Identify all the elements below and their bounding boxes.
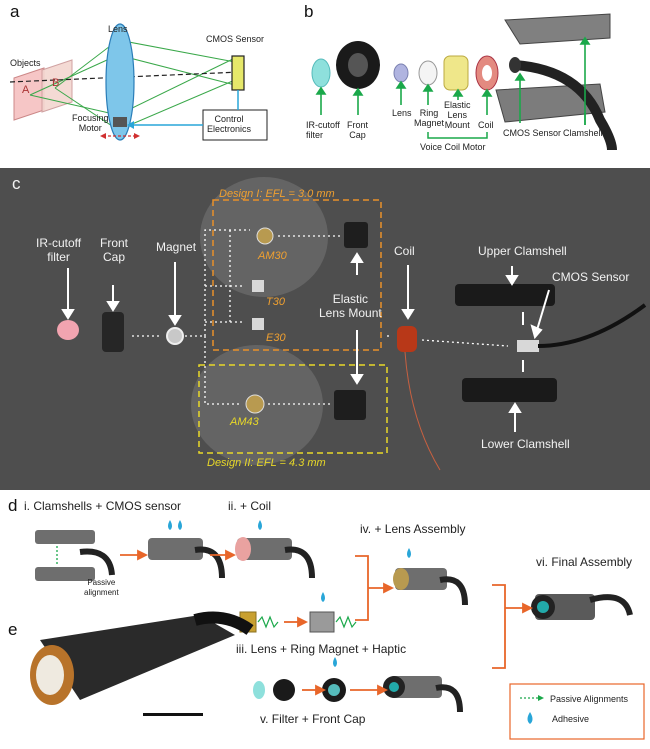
legend-adhesive-symbol: [527, 712, 533, 724]
focusing-motor-label: Focusing Motor: [72, 113, 109, 133]
magnet-photo: [166, 327, 184, 345]
step2-label: ii. + Coil: [228, 499, 272, 513]
e30-label: E30: [266, 332, 286, 344]
passive-alignment-label: Passive alignment: [84, 578, 119, 597]
magnet-label-c: Magnet: [156, 240, 197, 254]
voice-coil-label: Voice Coil Motor: [420, 142, 486, 152]
panel-e-photo: [30, 611, 254, 705]
e30-lens: [252, 318, 264, 330]
panel-b-exploded-drawing: [311, 13, 617, 151]
design2-label: Design II: EFL = 4.3 mm: [207, 457, 326, 469]
coil-label-b: Coil: [478, 120, 494, 130]
panel-c-label-arrows: [61, 252, 550, 432]
object-b-label: B: [52, 77, 60, 89]
lower-clamshell-label: Lower Clamshell: [481, 437, 570, 451]
ir-filter-label-b: IR-cutoff filter: [306, 120, 340, 140]
elastic-mount-photo-2: [334, 390, 366, 420]
step5-assembly: [253, 676, 463, 713]
step3-label: iii. Lens + Ring Magnet + Haptic: [236, 642, 407, 656]
process-arrows: [120, 549, 534, 696]
step6-assembly: [531, 594, 633, 620]
focusing-motor-block: [113, 117, 127, 127]
lens-shape: [105, 23, 135, 141]
scale-bar: [143, 713, 203, 716]
elastic-lens-mount-label-c: Elastic Lens Mount: [319, 292, 382, 320]
step1-assembly: [35, 530, 115, 581]
ring-magnet-label: Ring Magnet: [414, 108, 445, 128]
elastic-mount-photo-1: [344, 222, 368, 248]
coil-label-c: Coil: [394, 244, 415, 258]
am43-label: AM43: [230, 416, 259, 428]
upper-clamshell-photo: [455, 284, 555, 306]
step5-label: v. Filter + Front Cap: [260, 712, 366, 726]
cmos-sensor-label-b: CMOS Sensor: [503, 128, 562, 138]
t30-label: T30: [266, 296, 285, 308]
coil-photo: [397, 326, 417, 352]
legend-passive-label: Passive Alignments: [550, 694, 629, 704]
front-cap-photo: [102, 312, 124, 352]
cmos-sensor-label-a: CMOS Sensor: [206, 34, 265, 44]
upper-clamshell-shape: [504, 13, 611, 45]
adhesive-drops: [168, 520, 411, 667]
panel-c-letter: c: [12, 174, 21, 193]
panel-a-optics-drawing: [9, 23, 268, 141]
object-a-label: A: [22, 84, 30, 96]
front-cap-label-b: Front Cap: [347, 120, 369, 140]
design1-box: [212, 199, 382, 351]
design2-box: [198, 364, 388, 454]
legend-box: [509, 683, 645, 740]
lens-label: Lens: [108, 24, 128, 34]
step4-label: iv. + Lens Assembly: [360, 522, 466, 536]
clamshells-label: Clamshells: [563, 128, 608, 138]
upper-clamshell-label: Upper Clamshell: [478, 244, 567, 258]
am43-lens: [245, 394, 265, 414]
panel-b-label-arrows: [315, 36, 591, 125]
panel-e-letter: e: [8, 620, 18, 639]
cmos-photo: [517, 340, 539, 352]
panel-b-letter: b: [304, 2, 314, 21]
legend-adhesive-label: Adhesive: [552, 714, 590, 724]
panel-c-flow-arrows: [132, 229, 509, 405]
ir-filter-photo: [57, 320, 79, 340]
light-rays: [29, 39, 236, 131]
panel-a-letter: a: [10, 2, 20, 21]
am30-label: AM30: [258, 250, 287, 262]
panel-d-letter: d: [8, 496, 18, 515]
step1-label: i. Clamshells + CMOS sensor: [24, 499, 182, 513]
elastic-mount-label-b: Elastic Lens Mount: [444, 100, 471, 130]
objects-label: Objects: [10, 58, 41, 68]
step2-assembly: [148, 538, 225, 579]
step6-label: vi. Final Assembly: [536, 555, 633, 569]
cmos-sensor-label-c: CMOS Sensor: [552, 270, 630, 284]
elastic-mount-shape: [443, 55, 469, 91]
sensor-cable: [514, 60, 617, 151]
step2b-coil: [235, 537, 315, 579]
design1-label: Design I: EFL = 3.0 mm: [219, 188, 335, 200]
lower-clamshell-photo: [462, 378, 557, 402]
control-electronics-label: Control Electronics: [207, 114, 252, 134]
voice-coil-bracket: [427, 132, 488, 139]
front-cap-label-c: Front Cap: [100, 236, 129, 264]
t30-lens: [252, 280, 264, 292]
step4-assembly: [393, 568, 468, 606]
ir-filter-label-c: IR-cutoff filter: [36, 236, 82, 264]
am30-lens: [256, 227, 274, 245]
lens-label-b: Lens: [392, 108, 412, 118]
